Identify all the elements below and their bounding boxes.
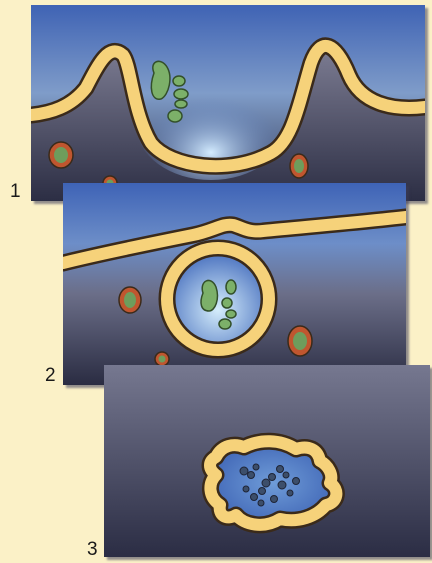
vesicle-content — [54, 147, 68, 163]
panel-step-3 — [104, 365, 430, 557]
vesicle-formation-illustration — [63, 183, 406, 385]
step-number-3: 3 — [87, 540, 98, 559]
panel-step-1 — [31, 5, 425, 201]
vesicle-content — [159, 356, 166, 363]
vesicle-content — [293, 332, 307, 350]
particle — [219, 319, 231, 329]
particle — [173, 76, 185, 86]
vesicle-content — [294, 159, 304, 173]
particle — [222, 298, 232, 308]
particle-large — [151, 61, 170, 99]
panel-step-2 — [63, 183, 406, 385]
particle — [174, 89, 188, 99]
particle — [226, 310, 236, 318]
vesicle-content — [124, 292, 136, 308]
step-number-2: 2 — [45, 366, 56, 385]
membrane-invagination-illustration — [31, 5, 425, 201]
particle — [175, 100, 187, 108]
particle — [226, 280, 236, 294]
particle — [168, 110, 182, 122]
digestion-illustration — [104, 365, 430, 557]
step-number-1: 1 — [10, 182, 21, 201]
particle-large — [201, 280, 217, 311]
